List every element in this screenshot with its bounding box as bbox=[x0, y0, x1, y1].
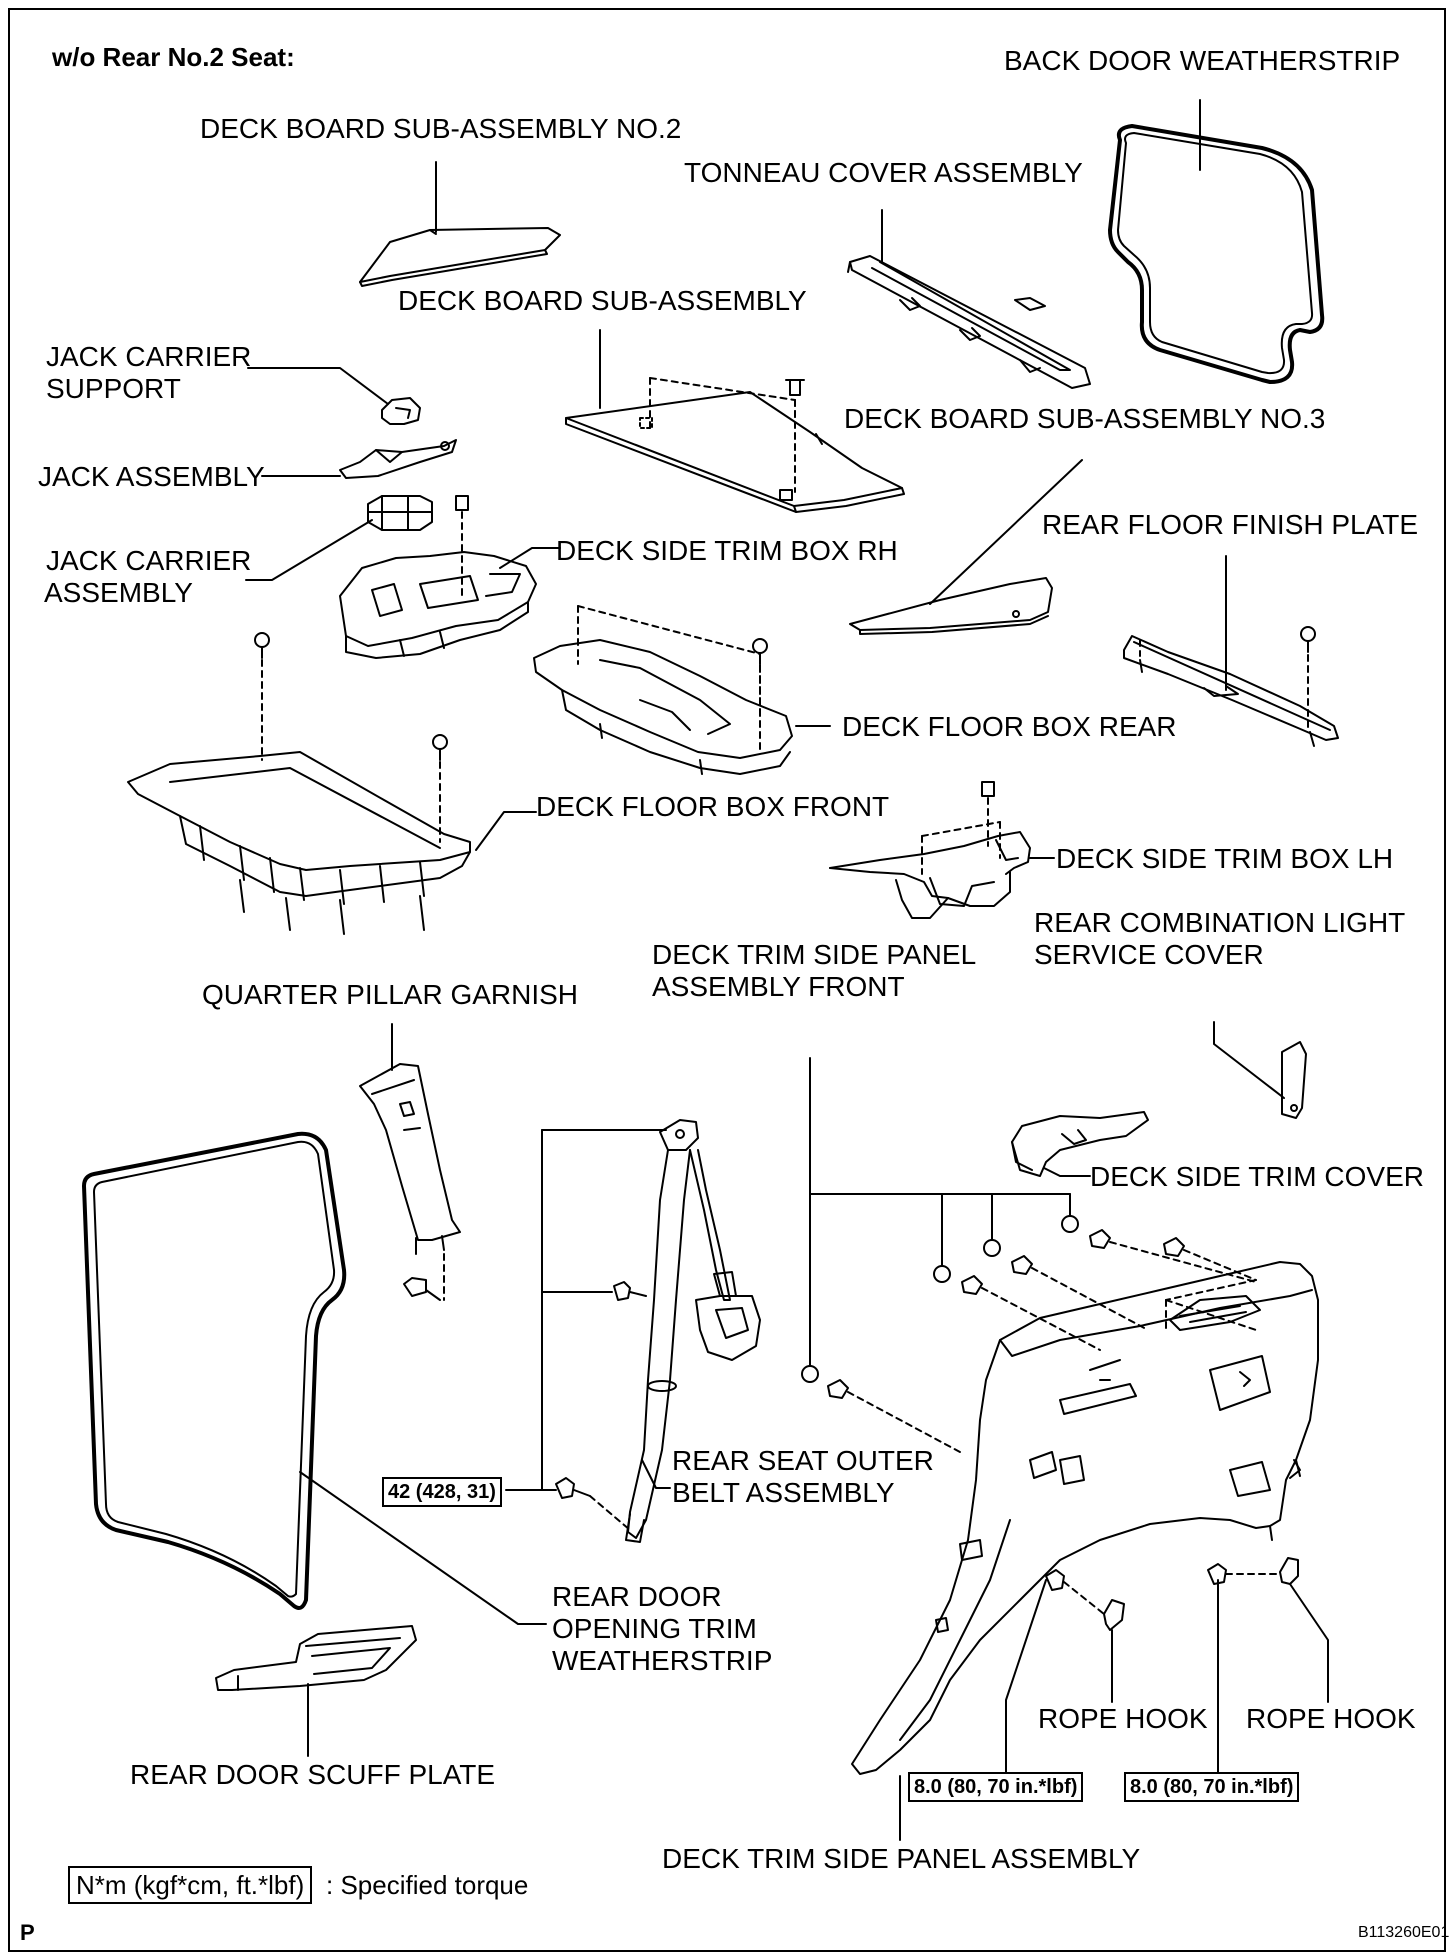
leader-deck-floor-box-front bbox=[475, 811, 537, 851]
back-door-weatherstrip-part bbox=[1108, 124, 1325, 384]
finish-plate-bolt bbox=[1300, 626, 1316, 729]
pillar-clip bbox=[403, 1253, 445, 1301]
floor-box-rear-dashes bbox=[577, 605, 761, 721]
deck-board-no3-part bbox=[849, 577, 1053, 635]
panel-clips bbox=[801, 1215, 1185, 1399]
quarter-pillar-garnish-part bbox=[359, 1063, 461, 1255]
deck-board-clip bbox=[785, 379, 805, 396]
deck-floor-box-front-part bbox=[127, 751, 471, 935]
label-rear-combination-light-2: SERVICE COVER bbox=[1034, 939, 1264, 970]
belt-bolts bbox=[555, 1281, 647, 1531]
deck-side-trim-box-rh-part bbox=[339, 495, 537, 659]
label-deck-floor-box-rear: DECK FLOOR BOX REAR bbox=[842, 711, 1177, 742]
torque-rope-hook-right: 8.0 (80, 70 in.*lbf) bbox=[1124, 1772, 1300, 1802]
variant-heading: w/o Rear No.2 Seat: bbox=[52, 42, 295, 72]
jack-carrier-assembly-part bbox=[367, 495, 433, 531]
torque-legend-text: : Specified torque bbox=[326, 1870, 529, 1900]
rear-floor-finish-plate-part bbox=[1123, 635, 1339, 747]
label-deck-board-no3: DECK BOARD SUB-ASSEMBLY NO.3 bbox=[844, 403, 1326, 434]
leader-deck-board-no3 bbox=[929, 459, 1083, 605]
trim-box-lh-dashes bbox=[921, 821, 1001, 875]
floor-box-rear-bolt bbox=[752, 638, 768, 751]
label-back-door-weatherstrip: BACK DOOR WEATHERSTRIP bbox=[1004, 45, 1401, 76]
label-quarter-pillar-garnish: QUARTER PILLAR GARNISH bbox=[202, 979, 579, 1010]
label-jack-assembly: JACK ASSEMBLY bbox=[38, 461, 265, 492]
leader-jack-carrier-assembly bbox=[245, 519, 373, 581]
page-mark: P bbox=[20, 1920, 35, 1945]
label-jack-carrier-assembly-2: ASSEMBLY bbox=[44, 577, 193, 608]
panel-clip-dashes bbox=[847, 1241, 1257, 1453]
label-deck-board: DECK BOARD SUB-ASSEMBLY bbox=[398, 285, 807, 316]
deck-board-part bbox=[565, 391, 905, 513]
jack-carrier-support-part bbox=[381, 397, 421, 425]
rope-hook-left-part bbox=[1045, 1569, 1125, 1631]
torque-rope-hook-left: 8.0 (80, 70 in.*lbf) bbox=[908, 1772, 1084, 1802]
leader-deck-side-trim-box-rh bbox=[499, 547, 551, 569]
floor-box-front-bolts bbox=[254, 632, 448, 843]
leader-deck-side-trim-cover bbox=[1043, 1167, 1091, 1177]
leader-rear-combination-light-cover bbox=[1213, 1021, 1285, 1099]
label-rear-door-opening-2: OPENING TRIM bbox=[552, 1613, 757, 1644]
label-rear-combination-light-1: REAR COMBINATION LIGHT bbox=[1034, 907, 1406, 938]
deck-board-no2-part bbox=[359, 227, 561, 287]
label-rear-door-scuff-plate: REAR DOOR SCUFF PLATE bbox=[130, 1759, 496, 1790]
label-rear-door-opening-3: WEATHERSTRIP bbox=[552, 1645, 773, 1676]
leader-rear-door-opening-weatherstrip bbox=[299, 1471, 547, 1625]
label-rope-hook-left: ROPE HOOK bbox=[1038, 1703, 1208, 1734]
leader-jack-carrier-support bbox=[247, 367, 389, 405]
label-tonneau-cover: TONNEAU COVER ASSEMBLY bbox=[684, 157, 1083, 188]
leader-rear-seat-outer-belt bbox=[641, 1459, 671, 1489]
tonneau-cover-part bbox=[847, 255, 1091, 389]
figure-id: B113260E01 bbox=[1358, 1924, 1450, 1941]
torque-legend-box: N*m (kgf*cm, ft.*lbf) bbox=[68, 1866, 313, 1904]
label-deck-trim-side-panel-front-1: DECK TRIM SIDE PANEL bbox=[652, 939, 977, 970]
deck-side-trim-box-lh-part bbox=[829, 781, 1031, 919]
label-rear-seat-outer-belt-1: REAR SEAT OUTER bbox=[672, 1445, 934, 1476]
jack-assembly-part bbox=[339, 439, 457, 479]
deck-board-dash-lines bbox=[649, 377, 796, 493]
rear-door-scuff-plate-part bbox=[215, 1625, 417, 1691]
deck-side-trim-cover-part bbox=[1011, 1111, 1149, 1177]
diagram-frame bbox=[8, 8, 1446, 1952]
label-rear-floor-finish-plate: REAR FLOOR FINISH PLATE bbox=[1042, 509, 1418, 540]
deck-trim-side-panel-part bbox=[851, 1261, 1319, 1775]
rope-hook-right-part bbox=[1207, 1557, 1299, 1585]
label-deck-side-trim-box-rh: DECK SIDE TRIM BOX RH bbox=[556, 535, 898, 566]
label-rear-door-opening-1: REAR DOOR bbox=[552, 1581, 722, 1612]
label-deck-trim-side-panel: DECK TRIM SIDE PANEL ASSEMBLY bbox=[662, 1843, 1141, 1874]
label-rear-seat-outer-belt-2: BELT ASSEMBLY bbox=[672, 1477, 895, 1508]
leader-rope-hook-right bbox=[1289, 1583, 1329, 1703]
leader-rope-hook-left-torque bbox=[1005, 1579, 1047, 1773]
label-deck-board-no2: DECK BOARD SUB-ASSEMBLY NO.2 bbox=[200, 113, 682, 144]
label-jack-carrier-assembly-1: JACK CARRIER bbox=[46, 545, 252, 576]
torque-belt: 42 (428, 31) bbox=[382, 1477, 502, 1507]
label-rope-hook-right: ROPE HOOK bbox=[1246, 1703, 1416, 1734]
rear-combination-light-service-cover-part bbox=[1281, 1041, 1307, 1119]
label-jack-carrier-support-1: JACK CARRIER bbox=[46, 341, 252, 372]
label-deck-side-trim-cover: DECK SIDE TRIM COVER bbox=[1090, 1161, 1424, 1192]
rear-seat-outer-belt-part bbox=[625, 1119, 761, 1543]
label-deck-side-trim-box-lh: DECK SIDE TRIM BOX LH bbox=[1056, 843, 1394, 874]
label-jack-carrier-support-2: SUPPORT bbox=[46, 373, 181, 404]
label-deck-floor-box-front: DECK FLOOR BOX FRONT bbox=[536, 791, 890, 822]
rear-door-opening-weatherstrip-part bbox=[82, 1131, 347, 1610]
label-deck-trim-side-panel-front-2: ASSEMBLY FRONT bbox=[652, 971, 905, 1002]
deck-floor-box-rear-part bbox=[533, 639, 793, 775]
